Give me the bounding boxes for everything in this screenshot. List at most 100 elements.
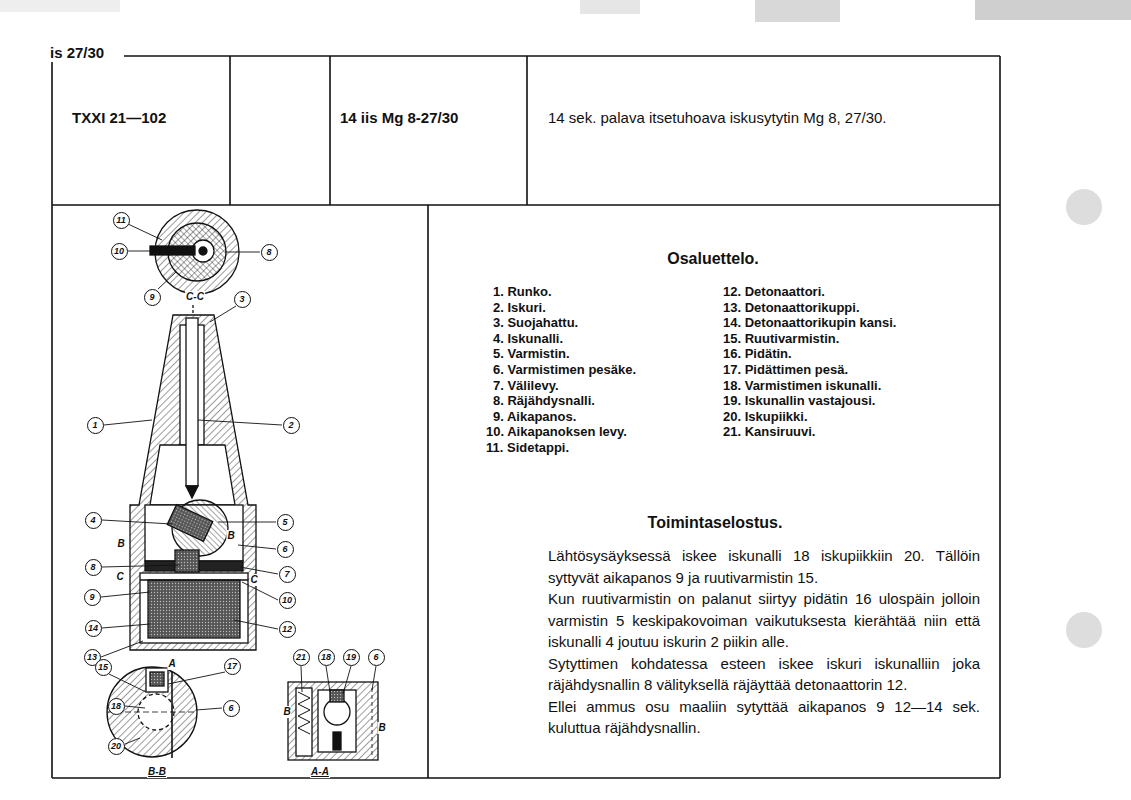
callout-number: 7 <box>279 566 296 583</box>
part-list-item: 11. Sidetappi. <box>486 440 569 456</box>
part-list-item: 1. Runko. <box>493 284 552 300</box>
fuse-section <box>192 305 193 315</box>
leader-lines <box>242 582 278 600</box>
section-heading: Toimintaselostus. <box>648 513 783 532</box>
section-a-a <box>288 682 378 760</box>
part-list-item: 21. Kansiruuvi. <box>723 424 815 440</box>
callout-number: 12 <box>279 621 296 638</box>
part-list-item: 10. Aikapanoksen levy. <box>486 424 627 440</box>
leader-lines <box>128 251 160 252</box>
callout-number: 21 <box>293 649 310 666</box>
callout-number: 18 <box>318 649 335 666</box>
callout-number: 1 <box>87 417 104 434</box>
callout-number: 14 <box>85 620 102 637</box>
part-list-item: 12. Detonaattori. <box>723 284 825 300</box>
leader-lines <box>128 224 162 240</box>
callout-number: 3 <box>234 291 251 308</box>
scan-marks <box>580 0 640 14</box>
section-a-a <box>333 732 341 750</box>
fuse-section <box>175 550 199 572</box>
section-b-b <box>146 668 168 692</box>
part-list-item: 15. Ruutivarmistin. <box>723 331 839 347</box>
callout-number: 11 <box>113 212 130 229</box>
section-c-c <box>199 247 207 255</box>
part-list-item: 6. Varmistimen pesäke. <box>493 362 636 378</box>
leader-lines <box>158 272 176 289</box>
leader-lines <box>372 666 376 690</box>
text-column: Lähtösysäyksessä iskee iskunalli 18 isku… <box>548 545 980 739</box>
leader-lines <box>168 672 225 684</box>
leader-lines <box>102 520 172 524</box>
section-a-a <box>372 688 373 756</box>
section-letter: B <box>226 530 235 542</box>
leader-lines <box>125 706 145 708</box>
callout-number: 19 <box>343 649 360 666</box>
callout-number: 9 <box>144 289 161 306</box>
table-cell: TXXI 21—102 <box>72 109 166 127</box>
section-a-a <box>296 688 312 756</box>
section-letter: B <box>116 538 125 550</box>
frame <box>52 56 1000 778</box>
leader-lines <box>198 420 282 425</box>
part-list-item: 5. Varmistin. <box>493 346 570 362</box>
scan-marks <box>1066 189 1102 225</box>
fuse-section <box>167 505 213 542</box>
section-b-b <box>150 672 164 686</box>
fuse-section <box>140 579 248 580</box>
leader-lines <box>326 666 330 692</box>
section-a-a <box>298 692 310 734</box>
scan-marks <box>975 0 1131 20</box>
leader-lines <box>210 306 236 322</box>
section-letter: B <box>377 722 386 734</box>
fuse-section <box>186 486 198 498</box>
callout-number: 6 <box>277 541 294 558</box>
fuse-section <box>140 573 248 643</box>
table-cell: 14 iis Mg 8-27/30 <box>340 109 458 127</box>
callout-number: 6 <box>223 700 240 717</box>
leader-lines <box>225 252 260 253</box>
section-letter: C-C <box>185 291 205 303</box>
section-letter: B-B <box>147 766 167 778</box>
section-letter: A <box>167 658 176 670</box>
frame <box>229 56 231 205</box>
part-list-item: 20. Iskupiikki. <box>723 409 808 425</box>
callout-number: 20 <box>108 738 125 755</box>
leader-lines <box>125 738 140 744</box>
page-number: is 27/30 <box>50 44 104 62</box>
part-list-item: 9. Aikapanos. <box>493 409 576 425</box>
part-list-item: 8. Räjähdysnalli. <box>493 393 595 409</box>
frame <box>999 56 1001 778</box>
fuse-section <box>130 305 256 650</box>
part-list-item: 14. Detonaattorikupin kansi. <box>723 315 896 331</box>
title-cell: 14 sek. palava itsetuhoava iskusytytin M… <box>548 109 887 127</box>
leader-lines <box>101 224 376 744</box>
leader-lines <box>196 708 222 710</box>
part-list-item: 13. Detonaattorikuppi. <box>723 300 860 316</box>
leader-lines <box>218 522 276 523</box>
leader-lines <box>101 641 143 657</box>
leader-lines <box>301 666 302 692</box>
leader-lines <box>109 674 146 692</box>
section-letter: B <box>282 706 291 718</box>
section-a-a <box>330 690 344 702</box>
section-a-a <box>318 690 356 752</box>
section-letter: A-A <box>310 766 330 778</box>
leader-lines <box>101 592 150 597</box>
leader-lines <box>240 567 278 574</box>
frame <box>51 62 53 778</box>
fuse-section <box>186 318 198 486</box>
section-a-a <box>288 682 378 760</box>
callout-number: 5 <box>277 514 294 531</box>
scan-marks <box>0 0 120 12</box>
part-list-item: 7. Välilevy. <box>493 378 559 394</box>
frame <box>52 777 1000 779</box>
part-list-item: 17. Pidättimen pesä. <box>723 362 848 378</box>
part-list-item: 2. Iskuri. <box>493 300 546 316</box>
scan-marks <box>755 0 840 22</box>
part-list-item: 18. Varmistimen iskunalli. <box>723 378 881 394</box>
section-c-c <box>150 246 195 255</box>
callout-number: 2 <box>283 417 300 434</box>
description-text: Sytyttimen kohdatessa esteen iskee iskur… <box>548 653 980 696</box>
leader-lines <box>104 420 152 425</box>
callout-number: 17 <box>224 658 241 675</box>
